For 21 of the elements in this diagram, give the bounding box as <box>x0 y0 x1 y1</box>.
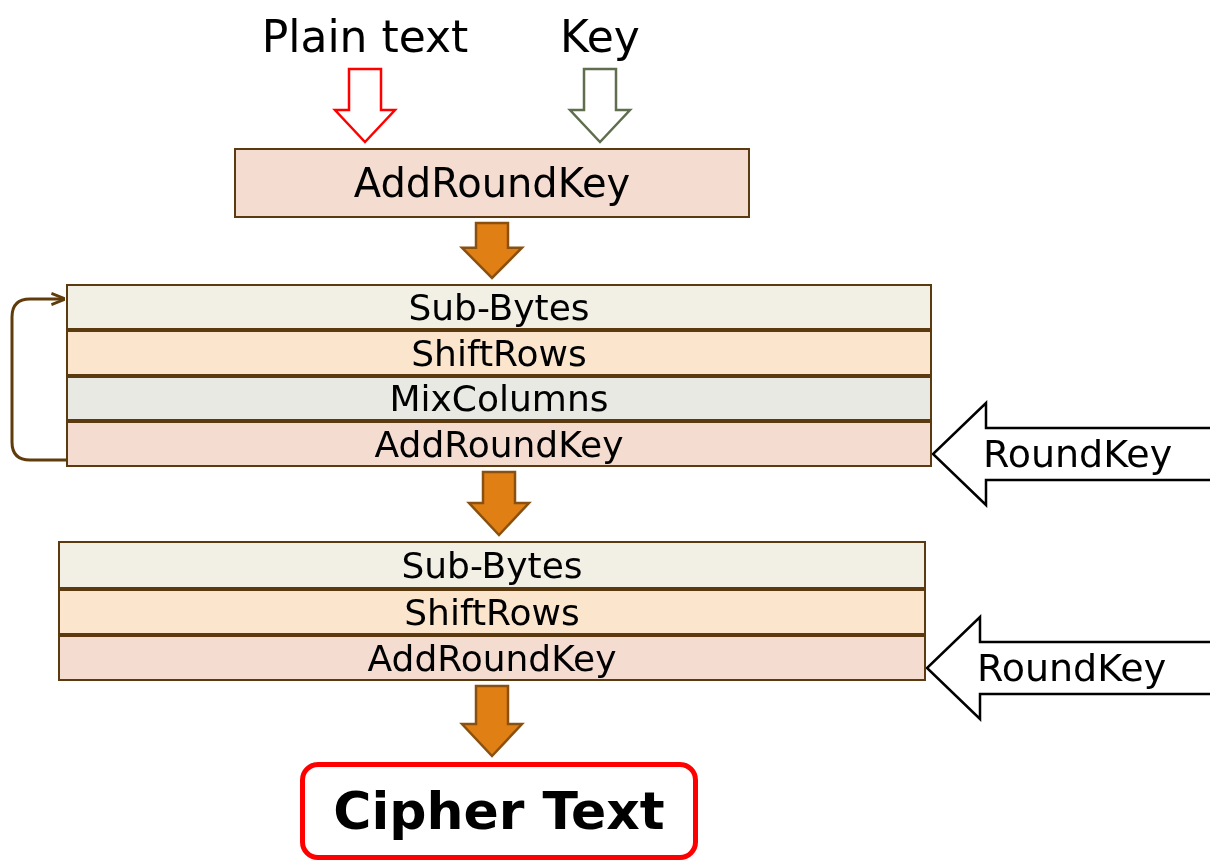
block-arrow <box>567 67 633 144</box>
edge-label: RoundKey <box>983 435 1173 473</box>
process-band: ShiftRows <box>58 589 926 635</box>
process-band: AddRoundKey <box>66 421 932 467</box>
process-band: MixColumns <box>66 376 932 421</box>
output-box: Cipher Text <box>300 762 698 860</box>
block-arrow <box>925 614 1210 722</box>
block-arrow <box>459 221 525 280</box>
input-label: Plain text <box>245 8 485 64</box>
block-arrow <box>466 470 532 537</box>
block-arrow <box>332 67 398 144</box>
process-band: Sub-Bytes <box>66 284 932 330</box>
block-arrow <box>459 684 525 758</box>
input-label: Key <box>545 8 655 64</box>
process-box: AddRoundKey <box>234 148 750 218</box>
process-band: ShiftRows <box>66 330 932 376</box>
edge-label: RoundKey <box>977 649 1167 687</box>
loop-arrow <box>10 292 67 462</box>
process-band: AddRoundKey <box>58 635 926 681</box>
process-band: Sub-Bytes <box>58 541 926 589</box>
block-arrow <box>931 400 1210 508</box>
